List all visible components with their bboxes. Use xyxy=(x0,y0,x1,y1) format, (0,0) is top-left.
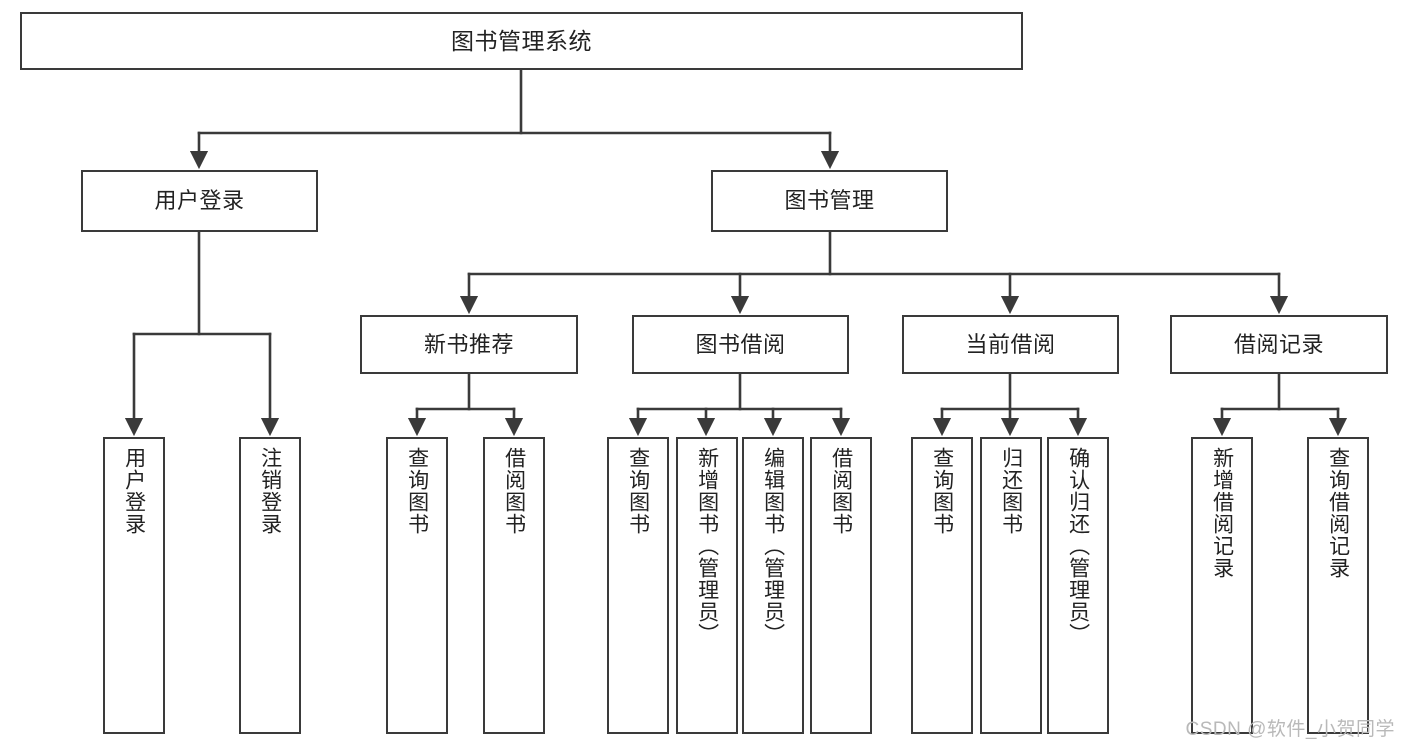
leaf-add-borrow-record[interactable]: 新增借阅记录 xyxy=(1191,437,1253,734)
node-label: 新增图书（管理员） xyxy=(695,447,719,645)
node-label: 当前借阅 xyxy=(965,331,1056,357)
node-label: 用户登录 xyxy=(122,447,146,535)
node-user-login[interactable]: 用户登录 xyxy=(81,170,318,232)
leaf-query-book-current[interactable]: 查询图书 xyxy=(911,437,973,734)
node-label: 归还图书 xyxy=(999,447,1023,535)
leaf-borrow-book-recommend[interactable]: 借阅图书 xyxy=(483,437,545,734)
node-current-borrow[interactable]: 当前借阅 xyxy=(902,315,1119,374)
node-label: 借阅记录 xyxy=(1233,331,1324,357)
node-new-book-recommend[interactable]: 新书推荐 xyxy=(360,315,578,374)
node-label: 图书管理系统 xyxy=(451,27,592,54)
node-label: 用户登录 xyxy=(154,188,245,214)
node-label: 注销登录 xyxy=(258,447,282,535)
leaf-query-book-borrow[interactable]: 查询图书 xyxy=(607,437,669,734)
node-label: 查询图书 xyxy=(930,447,954,535)
leaf-logout[interactable]: 注销登录 xyxy=(239,437,301,734)
node-book-management[interactable]: 图书管理 xyxy=(711,170,948,232)
leaf-query-borrow-record[interactable]: 查询借阅记录 xyxy=(1307,437,1369,734)
node-label: 借阅图书 xyxy=(829,447,853,535)
leaf-edit-book-admin[interactable]: 编辑图书（管理员） xyxy=(742,437,804,734)
node-label: 新书推荐 xyxy=(423,331,514,357)
leaf-borrow-book[interactable]: 借阅图书 xyxy=(810,437,872,734)
leaf-add-book-admin[interactable]: 新增图书（管理员） xyxy=(676,437,738,734)
leaf-confirm-return-admin[interactable]: 确认归还（管理员） xyxy=(1047,437,1109,734)
node-label: 查询借阅记录 xyxy=(1326,447,1350,579)
node-label: 编辑图书（管理员） xyxy=(761,447,785,645)
node-book-borrow[interactable]: 图书借阅 xyxy=(632,315,849,374)
node-label: 查询图书 xyxy=(405,447,429,535)
node-label: 图书借阅 xyxy=(695,331,786,357)
leaf-user-login[interactable]: 用户登录 xyxy=(103,437,165,734)
leaf-query-book-recommend[interactable]: 查询图书 xyxy=(386,437,448,734)
node-label: 图书管理 xyxy=(784,188,875,214)
leaf-return-book[interactable]: 归还图书 xyxy=(980,437,1042,734)
node-label: 借阅图书 xyxy=(502,447,526,535)
node-label: 查询图书 xyxy=(626,447,650,535)
node-borrow-record[interactable]: 借阅记录 xyxy=(1170,315,1388,374)
node-label: 新增借阅记录 xyxy=(1210,447,1234,579)
node-label: 确认归还（管理员） xyxy=(1066,447,1090,645)
node-root-system[interactable]: 图书管理系统 xyxy=(20,12,1023,70)
